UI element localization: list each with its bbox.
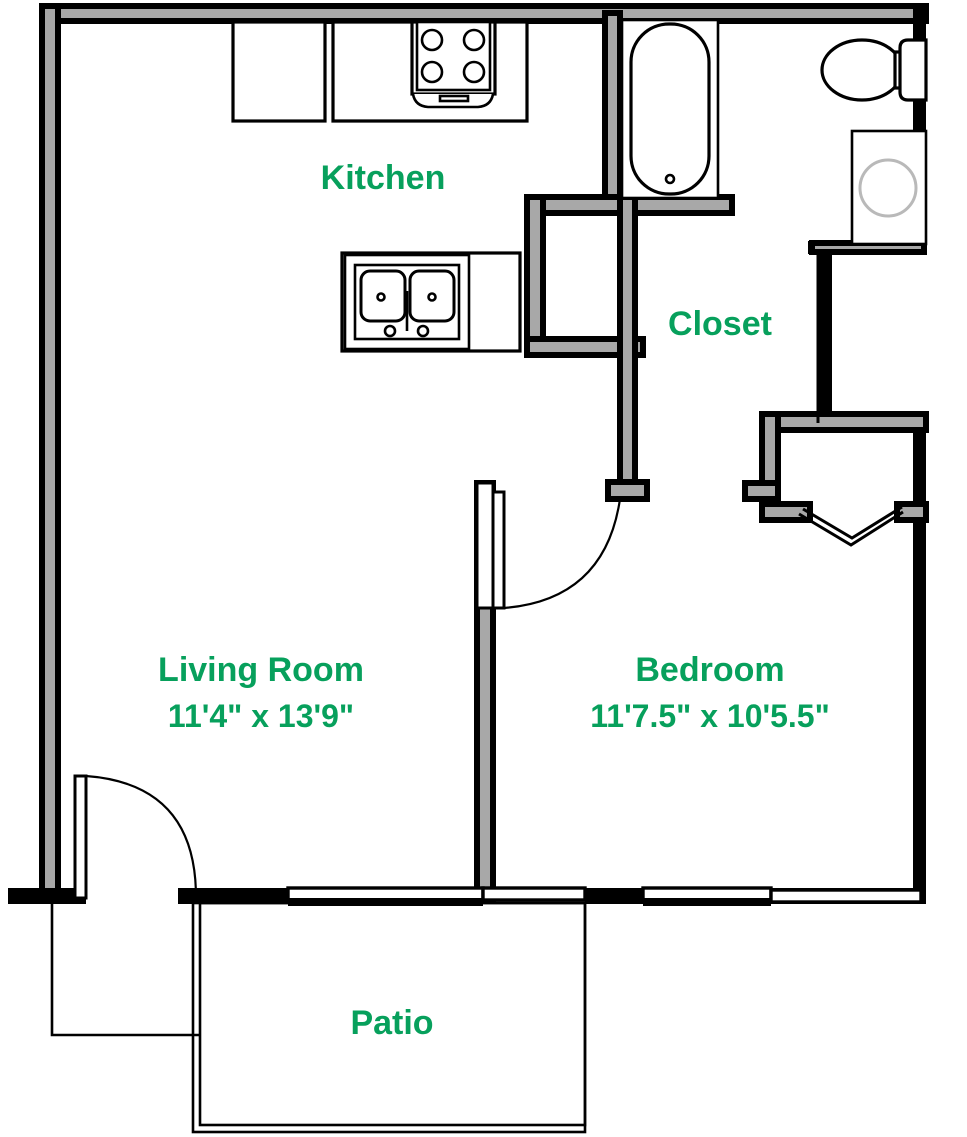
bedroom-slider-pane-2 [769,888,923,904]
wall-hall-right [617,194,638,500]
fixture-toilet [820,38,928,102]
door-entry[interactable] [73,774,198,900]
fixture-bathtub [620,18,720,200]
bedroom-door-leaf [491,490,506,610]
living-slider-pane-2 [481,886,587,902]
room-label-kitchen: Kitchen [321,159,446,197]
room-dims-living-room: 11'4" x 13'9" [168,698,354,734]
vanity-basin-icon [858,158,918,218]
fixture-range [331,20,529,123]
wall-hall-bottom [524,336,646,358]
room-label-patio: Patio [350,1004,433,1042]
wall-exterior-bottom-left [8,888,86,904]
living-slider-track [196,888,292,896]
drain-icon [376,292,386,302]
wall-exterior-right-lower [913,418,926,899]
door-bedroom-slider[interactable] [641,886,923,906]
room-label-living-room: Living Room [158,651,364,689]
burner-icon [462,60,486,84]
wall-bath-left [602,10,623,216]
drain-icon [427,292,437,302]
patio-outline [50,901,587,1134]
wall-closet-left [818,253,832,423]
room-dims-bedroom: 11'7.5" x 10'5.5" [590,698,830,734]
burner-icon [462,28,486,52]
patio-slab-edge [191,901,587,1134]
wall-exterior-top [39,3,929,24]
fixture-vanity [850,129,928,246]
burner-icon [420,60,444,84]
wall-closet-jamb-right [894,501,929,523]
fixture-kitchen-sink [340,251,522,353]
fixture-refrigerator [231,20,327,123]
wall-door-jamb-bedroom [605,479,650,502]
tub-drain-icon [664,173,676,185]
wall-exterior-left [39,3,61,902]
closet-bifold-panel-outer [798,510,904,547]
burner-icon [420,28,444,52]
closet-bifold-panel-inner [802,505,903,540]
bedroom-slider-rail-1 [643,898,771,906]
faucet-knob-icon [383,324,397,338]
wall-closet-top [759,411,929,433]
room-label-closet: Closet [668,305,772,343]
bedroom-door-panel [475,481,495,610]
wall-group-exterior [8,3,929,904]
wall-hall-left [524,194,546,357]
entry-door-arc [85,774,198,898]
bedroom-door-arc [503,498,622,610]
room-labels: Kitchen Closet Living Room 11'4" x 13'9"… [158,159,830,1042]
wall-closet-jamb-left [742,480,781,502]
entry-door-leaf [73,774,88,900]
door-closet-bifold[interactable] [798,505,904,547]
door-bedroom[interactable] [475,481,622,610]
room-label-bedroom: Bedroom [635,651,784,689]
entry-stoop [50,903,200,1037]
faucet-knob-icon [416,324,430,338]
